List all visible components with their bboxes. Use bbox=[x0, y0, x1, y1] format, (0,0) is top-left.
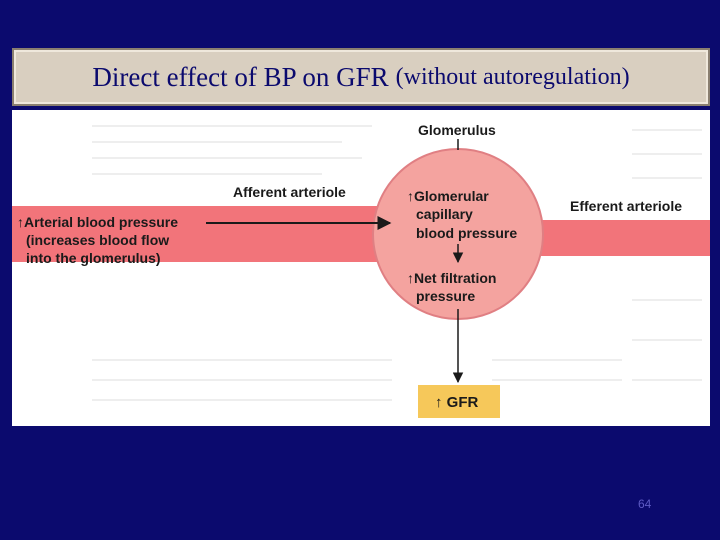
nfp-label-1: ↑Net filtration bbox=[407, 270, 496, 286]
nfp-label-2: pressure bbox=[416, 288, 475, 304]
gfr-box bbox=[418, 385, 500, 418]
gfr-label: ↑ GFR bbox=[435, 394, 478, 411]
page-number: 64 bbox=[638, 497, 652, 511]
glomerulus-label: Glomerulus bbox=[418, 122, 496, 138]
afferent-arteriole-label: Afferent arteriole bbox=[233, 184, 346, 200]
slide-subtitle: (without autoregulation) bbox=[395, 63, 630, 90]
slide-title: Direct effect of BP on GFR bbox=[92, 61, 389, 92]
glomerular-cbp-label-2: capillary bbox=[416, 206, 473, 222]
arterial-bp-note-2: into the glomerulus) bbox=[26, 250, 161, 266]
arterial-bp-note-1: (increases blood flow bbox=[26, 232, 169, 248]
afferent-arteriole-vessel bbox=[12, 206, 392, 262]
slide-title-bar: Direct effect of BP on GFR (without auto… bbox=[12, 48, 710, 106]
gfr-diagram: Glomerulus Afferent arteriole Efferent a… bbox=[12, 122, 710, 418]
background-texture bbox=[92, 125, 702, 401]
glomerular-cbp-label-3: blood pressure bbox=[416, 225, 517, 241]
diagram-panel: Glomerulus Afferent arteriole Efferent a… bbox=[12, 110, 710, 426]
arterial-bp-label: ↑Arterial blood pressure bbox=[17, 214, 178, 230]
glomerular-cbp-label-1: ↑Glomerular bbox=[407, 188, 489, 204]
efferent-arteriole-label: Efferent arteriole bbox=[570, 198, 682, 214]
